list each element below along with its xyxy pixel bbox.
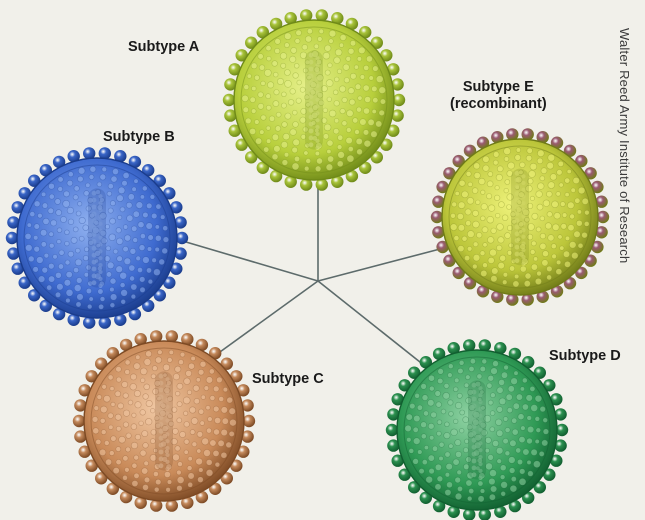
virus-core-a: [305, 50, 323, 149]
connector-lines: [186, 183, 440, 370]
virus-particle-d: [386, 339, 568, 520]
subtype-e-label: Subtype E (recombinant): [450, 79, 547, 113]
virus-core-e: [511, 169, 529, 266]
subtype-d-label: Subtype D: [549, 348, 621, 365]
connector-c: [213, 281, 318, 357]
subtype-e-note: (recombinant): [450, 96, 547, 113]
virus-core-b: [88, 188, 106, 287]
connector-e: [318, 249, 440, 281]
image-credit: Walter Reed Army Institute of Research: [617, 28, 632, 263]
virus-particle-b: [6, 147, 188, 329]
subtype-c-label: Subtype C: [252, 371, 324, 388]
subtype-e-name: Subtype E: [450, 79, 547, 96]
subtype-a-label: Subtype A: [128, 39, 199, 56]
virus-particle-a: [223, 9, 405, 191]
connector-d: [318, 281, 430, 370]
virus-particle-e: [431, 128, 609, 306]
virus-core-c: [155, 371, 173, 470]
subtype-b-label: Subtype B: [103, 129, 175, 146]
connector-b: [186, 242, 318, 281]
virus-core-d: [468, 380, 486, 479]
virus-particle-c: [73, 330, 255, 512]
